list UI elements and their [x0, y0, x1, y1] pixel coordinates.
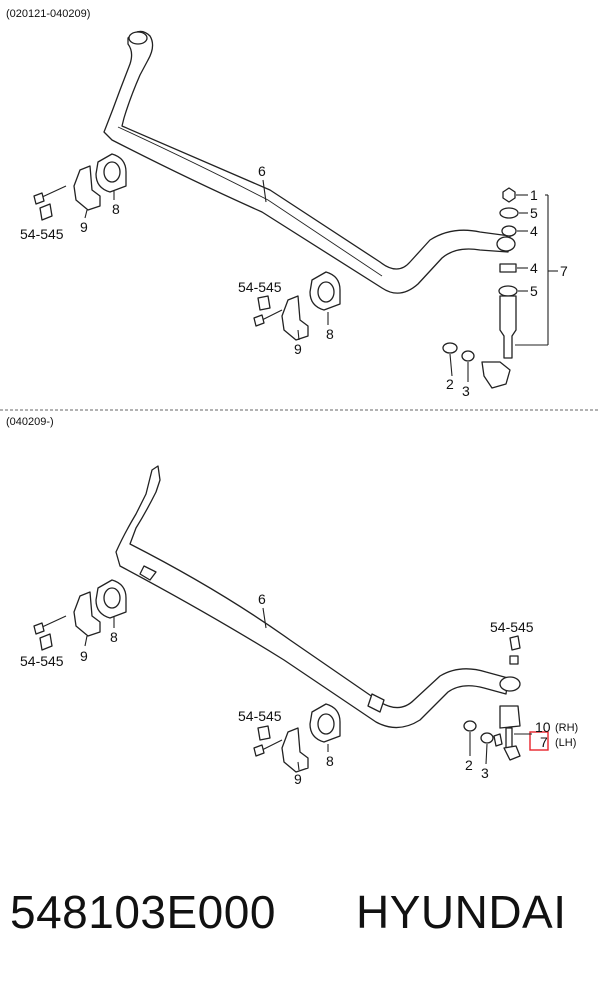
bush-left-label-bottom: 8 — [110, 629, 118, 645]
bushing-a-label-top: 4 — [530, 223, 538, 239]
bolt-mid-top — [253, 295, 283, 327]
top-range-label: (020121-040209) — [6, 8, 90, 20]
bracket-mid-top — [281, 295, 309, 341]
bolt-left-bottom — [33, 615, 67, 651]
bolt-mid-label-bottom: 54-545 — [238, 708, 282, 724]
washer-2-label-top: 2 — [446, 376, 454, 392]
bush-mid-label-bottom: 8 — [326, 753, 334, 769]
bracket-mid-label-top: 9 — [294, 341, 302, 357]
bolt-mid-bottom — [253, 725, 283, 757]
bushing-b-label-top: 4 — [530, 260, 538, 276]
top-panel: (020121-040209) 6 8 9 54-545 — [6, 8, 568, 399]
bushing-mid-top — [309, 271, 341, 311]
nut-label-top: 1 — [530, 187, 538, 203]
link-callouts-bottom — [469, 732, 532, 765]
bracket-mid-label-bottom: 9 — [294, 771, 302, 787]
bottom-range-label: (040209-) — [6, 416, 54, 428]
washer-2-label-bottom: 2 — [465, 757, 473, 773]
bushing-left-bottom — [95, 579, 127, 619]
washer-a-label-top: 5 — [530, 205, 538, 221]
footer: 548103E000 HYUNDAI — [10, 886, 567, 938]
bracket-left-label-top: 9 — [80, 219, 88, 235]
washer-3-label-bottom: 3 — [481, 765, 489, 781]
link-lh-number: 7 — [540, 734, 548, 750]
link-rh-side: (RH) — [555, 722, 578, 734]
bar-label-bottom: 6 — [258, 591, 266, 607]
link-group-label-top: 7 — [560, 263, 568, 279]
bolt-left-label-top: 54-545 — [20, 226, 64, 242]
bolt-left-top — [33, 185, 67, 221]
bolt-mid-label-top: 54-545 — [238, 279, 282, 295]
bracket-left-bottom — [73, 591, 101, 637]
brand-name: HYUNDAI — [356, 886, 567, 938]
bracket-mid-bottom — [281, 727, 309, 773]
bar-label-top: 6 — [258, 163, 266, 179]
link-rh-number: 10 — [535, 719, 551, 735]
link-stack-top — [442, 187, 519, 389]
link-lh-side: (LH) — [555, 737, 576, 749]
bracket-left-top — [73, 165, 101, 211]
bushing-mid-bottom — [309, 703, 341, 743]
link-callouts-top — [449, 194, 558, 382]
washer-3-label-top: 3 — [462, 383, 470, 399]
highlight-box — [529, 731, 549, 751]
link-stack-bottom — [463, 635, 549, 761]
stabilizer-bar-bottom — [115, 465, 521, 729]
part-number: 548103E000 — [10, 886, 276, 938]
washer-b-label-top: 5 — [530, 283, 538, 299]
bolt-left-label-bottom: 54-545 — [20, 653, 64, 669]
bracket-left-label-bottom: 9 — [80, 648, 88, 664]
stabilizer-bar-top — [103, 30, 516, 294]
bushing-left-top — [95, 153, 127, 193]
bottom-panel: (040209-) 6 8 9 54-545 — [6, 416, 578, 787]
bush-mid-label-top: 8 — [326, 326, 334, 342]
bush-left-label-top: 8 — [112, 201, 120, 217]
bolt-link-label-bottom: 54-545 — [490, 619, 534, 635]
